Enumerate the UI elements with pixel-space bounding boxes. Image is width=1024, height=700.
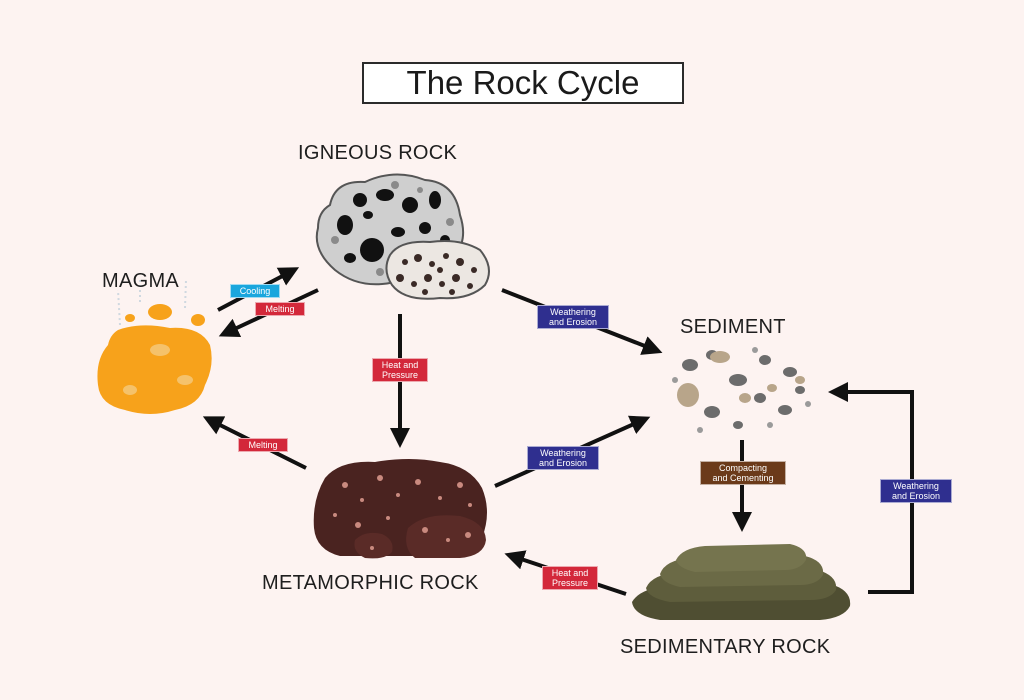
tag-weathering-top-line2: and Erosion xyxy=(548,317,598,327)
tag-heat-pressure-center: Heat and Pressure xyxy=(372,358,428,382)
tag-heat-pressure-bottom: Heat and Pressure xyxy=(542,566,598,590)
tag-weathering-top: Weathering and Erosion xyxy=(537,305,609,329)
tag-melting-bottom-text: Melting xyxy=(248,440,278,450)
tag-weathering-right-line1: Weathering xyxy=(893,481,939,491)
tag-melting-top-text: Melting xyxy=(265,304,295,314)
sedimentary-rock-illustration xyxy=(632,544,851,620)
label-metamorphic-rock: METAMORPHIC ROCK xyxy=(262,572,479,594)
tag-melting-bottom: Melting xyxy=(238,438,288,452)
label-sedimentary-rock: SEDIMENTARY ROCK xyxy=(620,636,831,658)
tag-heat-pressure-center-line1: Heat and xyxy=(381,360,419,370)
magma-illustration xyxy=(97,278,212,414)
label-magma: MAGMA xyxy=(102,270,180,292)
tag-weathering-mid-line1: Weathering xyxy=(540,448,586,458)
tag-heat-pressure-center-line2: Pressure xyxy=(381,370,418,380)
tag-weathering-mid-line2: and Erosion xyxy=(538,458,588,468)
tag-heat-pressure-bottom-line1: Heat and xyxy=(551,568,589,578)
tag-weathering-top-line1: Weathering xyxy=(550,307,596,317)
metamorphic-rock-illustration xyxy=(313,459,487,559)
tag-compacting-line2: and Cementing xyxy=(712,473,774,483)
label-igneous-rock: IGNEOUS ROCK xyxy=(298,142,458,164)
tag-cooling: Cooling xyxy=(230,284,280,298)
tag-melting-top: Melting xyxy=(255,302,305,316)
tag-compacting-cementing: Compacting and Cementing xyxy=(700,461,786,485)
tag-weathering-right-line2: and Erosion xyxy=(891,491,941,501)
tag-compacting-line1: Compacting xyxy=(718,463,768,473)
tag-cooling-text: Cooling xyxy=(239,286,271,296)
tag-heat-pressure-bottom-line2: Pressure xyxy=(551,578,588,588)
diagram-title: The Rock Cycle xyxy=(362,62,684,104)
tag-weathering-mid: Weathering and Erosion xyxy=(527,446,599,470)
sediment-illustration xyxy=(672,347,811,433)
igneous-rock-illustration xyxy=(315,173,490,300)
tag-weathering-right: Weathering and Erosion xyxy=(880,479,952,503)
label-sediment: SEDIMENT xyxy=(680,316,786,338)
